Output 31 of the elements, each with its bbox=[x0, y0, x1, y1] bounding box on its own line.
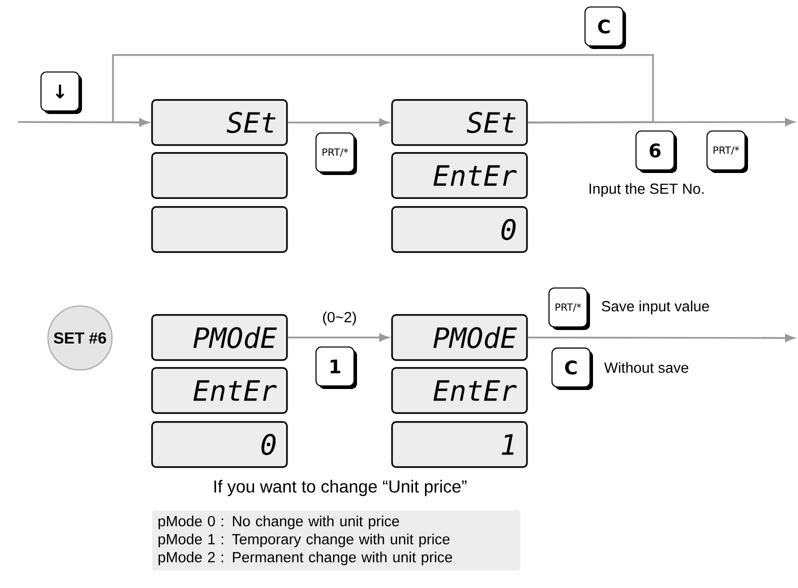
caption-text: If you want to change “Unit price” bbox=[214, 480, 466, 496]
note-box: pMode 0 : No change with unit price pMode 1 : Temporary change with unit price pMode 2 : Permanent change with unit price bbox=[152, 510, 520, 571]
display-panel: EntEr bbox=[151, 367, 288, 414]
key-button: C bbox=[551, 348, 593, 390]
display-panel: 1 bbox=[391, 421, 528, 468]
arrow bbox=[288, 118, 389, 126]
display-panel: PMOdE bbox=[391, 314, 528, 361]
key-button: 1 bbox=[315, 346, 357, 389]
step-badge: SET #6 bbox=[47, 305, 113, 371]
arrow bbox=[288, 334, 389, 342]
display-panel: PMOdE bbox=[151, 314, 288, 361]
display-panel: EntEr bbox=[391, 367, 528, 414]
display-panel: SEt bbox=[151, 99, 288, 146]
key-button: C bbox=[584, 6, 626, 49]
display-panel: 0 bbox=[151, 421, 288, 468]
arrow bbox=[112, 54, 654, 126]
key-button: 6 bbox=[635, 130, 678, 173]
key-button: PRT/* bbox=[706, 130, 748, 173]
display-panel: 0 bbox=[391, 206, 528, 253]
display-panel bbox=[151, 152, 288, 199]
key-button: ↓ bbox=[40, 72, 82, 114]
key-caption: Save input value bbox=[602, 300, 709, 314]
instruction-text: Input the SET No. bbox=[590, 183, 704, 197]
key-button: PRT/* bbox=[315, 132, 357, 175]
display-panel bbox=[151, 206, 288, 253]
key-caption: Without save bbox=[604, 362, 688, 373]
display-panel: SEt bbox=[391, 99, 528, 146]
key-button: PRT/* bbox=[548, 288, 590, 330]
arrow bbox=[528, 334, 794, 342]
display-panel: EntEr bbox=[391, 152, 528, 199]
edge-label: (0~2) bbox=[320, 310, 358, 327]
